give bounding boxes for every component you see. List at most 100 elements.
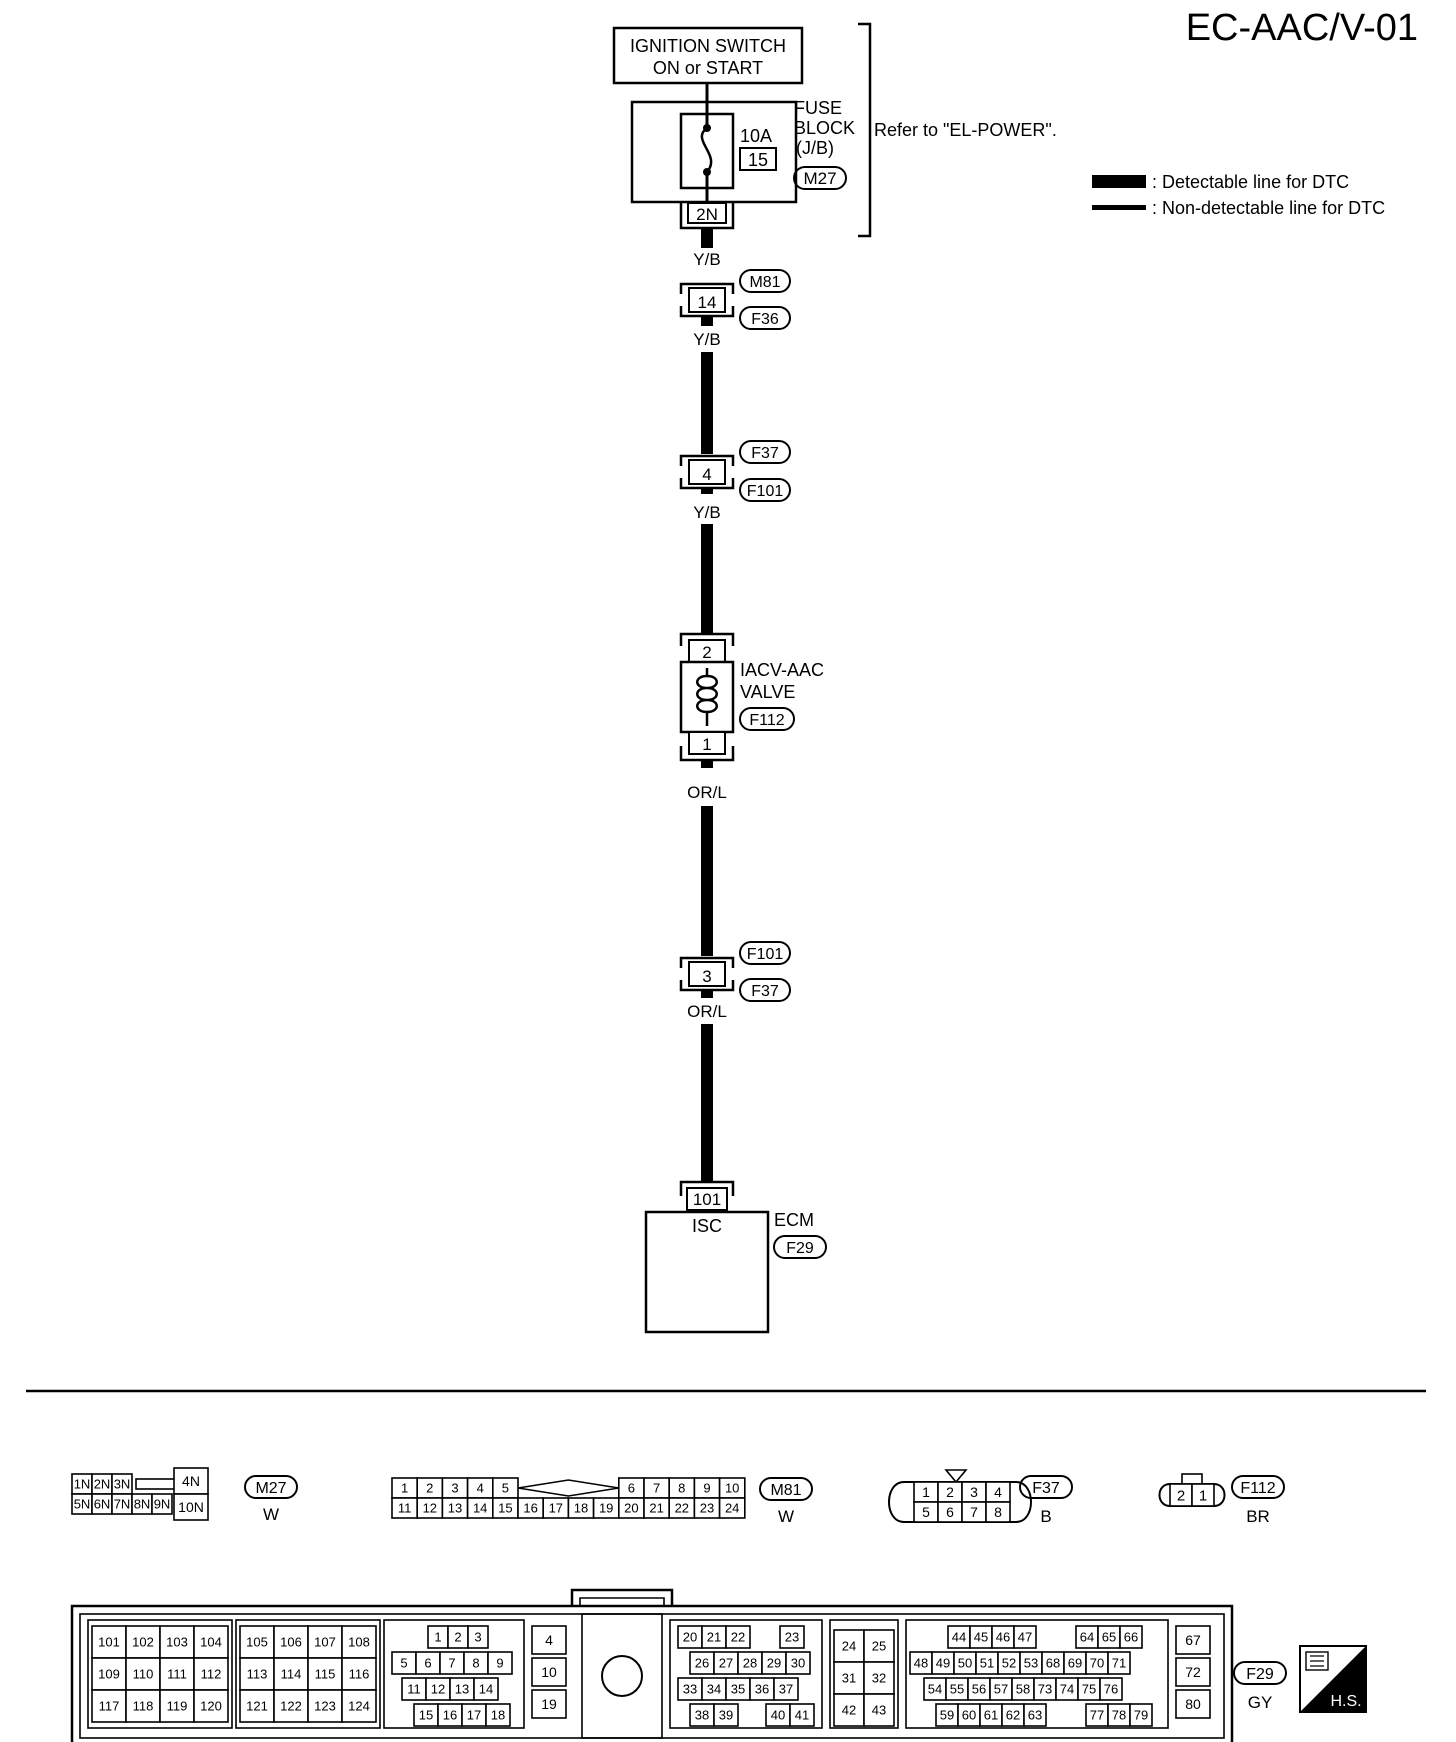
f29-pin: 38 — [695, 1708, 709, 1723]
f29-latch — [570, 1588, 674, 1606]
f29-pin: 115 — [315, 1667, 336, 1682]
f29-pin: 77 — [1090, 1708, 1104, 1723]
valve-name-2: VALVE — [740, 682, 795, 702]
f37-connector-id: F37 — [1032, 1480, 1060, 1497]
m27-pin: 5N — [74, 1497, 91, 1512]
m81-pin: 11 — [398, 1501, 412, 1516]
f29-pin: 59 — [940, 1708, 954, 1723]
wire-segment-5 — [701, 1024, 713, 1182]
f29-pin: 17 — [467, 1708, 481, 1723]
f29-pin: 22 — [731, 1630, 745, 1645]
f29-pin: 61 — [984, 1708, 998, 1723]
fuse-rating: 10A — [740, 126, 772, 146]
wire-segment-2 — [701, 352, 713, 454]
f29-pin: 69 — [1068, 1656, 1082, 1671]
f37-color: B — [1040, 1507, 1051, 1526]
f29-pin: 56 — [972, 1682, 986, 1697]
f29-center-post — [581, 1613, 663, 1739]
f29-pin: 70 — [1090, 1656, 1104, 1671]
wire-segment-3 — [701, 524, 713, 634]
f29-pin: 15 — [419, 1708, 433, 1723]
f29-pin: 24 — [842, 1639, 856, 1654]
f29-pin: 44 — [952, 1630, 966, 1645]
joint3-top-connector: F101 — [747, 946, 784, 963]
f29-pin: 75 — [1082, 1682, 1096, 1697]
m81-pin: 1 — [401, 1481, 408, 1496]
f29-pin: 34 — [707, 1682, 721, 1697]
legend-non-detectable-swatch — [1092, 205, 1146, 210]
m81-pin: 3 — [451, 1481, 458, 1496]
f29-pin: 67 — [1185, 1632, 1201, 1648]
hs-label: H.S. — [1330, 1693, 1361, 1710]
joint1-pin: 14 — [698, 293, 717, 312]
f29-pin: 52 — [1002, 1656, 1016, 1671]
f29-pin: 105 — [246, 1635, 268, 1650]
f29-pin: 46 — [996, 1630, 1010, 1645]
f29-pin: 79 — [1134, 1708, 1148, 1723]
joint3-bottom-connector: F37 — [751, 983, 779, 1000]
fuse-number: 15 — [748, 150, 768, 170]
refer-bracket — [858, 22, 872, 238]
f29-pin: 51 — [980, 1656, 994, 1671]
solenoid-coil-icon — [696, 668, 709, 726]
f29-pin: 72 — [1185, 1664, 1201, 1680]
f29-pin: 9 — [496, 1656, 503, 1671]
f29-pin: 37 — [779, 1682, 793, 1697]
f29-pin: 104 — [200, 1635, 222, 1650]
m81-pin: 16 — [523, 1501, 537, 1516]
f29-pin: 10 — [541, 1664, 557, 1680]
f29-pin: 103 — [166, 1635, 188, 1650]
joint2-pin: 4 — [702, 465, 711, 484]
joint1-bottom-connector: F36 — [751, 311, 779, 328]
m81-pin: 2 — [426, 1481, 433, 1496]
f29-pin: 48 — [914, 1656, 928, 1671]
joint2-top-connector: F37 — [751, 445, 779, 462]
f29-pin: 4 — [545, 1632, 553, 1648]
f112-pin: 1 — [1199, 1487, 1207, 1504]
fuse-connector-badge — [793, 166, 847, 190]
f29-pin: 2 — [454, 1630, 461, 1645]
f29-pin: 65 — [1102, 1630, 1116, 1645]
f29-pin: 40 — [771, 1708, 785, 1723]
f29-housing-outer — [70, 1604, 1234, 1742]
m27-pin: 2N — [94, 1477, 111, 1492]
joint1-top-connector: M81 — [749, 274, 780, 291]
f29-pin: 112 — [201, 1667, 222, 1682]
page-id: EC-AAC/V-01 — [1186, 7, 1418, 49]
f112-pin: 2 — [1177, 1487, 1185, 1504]
m27-pin: 10N — [178, 1499, 204, 1515]
joint3-pin: 3 — [702, 967, 711, 986]
f29-pin: 102 — [132, 1635, 154, 1650]
f29-pin: 30 — [791, 1656, 805, 1671]
f37-pin: 5 — [922, 1504, 930, 1520]
m81-pin: 5 — [502, 1481, 509, 1496]
f29-pin: 57 — [994, 1682, 1008, 1697]
m81-pin: 6 — [628, 1481, 635, 1496]
fuse-terminal: 2N — [696, 205, 718, 224]
f29-pin: 73 — [1038, 1682, 1052, 1697]
m81-pin: 9 — [703, 1481, 710, 1496]
m81-pin: 17 — [549, 1501, 563, 1516]
f29-pin: 58 — [1016, 1682, 1030, 1697]
f29-pin: 21 — [707, 1630, 721, 1645]
f37-housing — [888, 1481, 1032, 1523]
f29-pin: 101 — [98, 1635, 120, 1650]
f29-connector-id: F29 — [1246, 1666, 1274, 1683]
m27-pin: 1N — [74, 1477, 91, 1492]
m81-pin: 7 — [653, 1481, 660, 1496]
wire-color-yb-3: Y/B — [693, 503, 720, 522]
fuse-connector-id: M27 — [803, 169, 836, 188]
wire-color-orl-1: OR/L — [687, 783, 727, 802]
f29-pin: 12 — [431, 1682, 445, 1697]
f29-pin: 63 — [1028, 1708, 1042, 1723]
joint2-bottom-connector: F101 — [747, 483, 784, 500]
m27-color: W — [263, 1505, 279, 1524]
f29-pin: 31 — [842, 1671, 856, 1686]
f112-key — [1181, 1473, 1203, 1485]
m81-pin: 23 — [700, 1501, 714, 1516]
f29-pin: 41 — [795, 1708, 809, 1723]
f29-pin: 25 — [872, 1639, 886, 1654]
f29-pin: 111 — [167, 1667, 187, 1682]
